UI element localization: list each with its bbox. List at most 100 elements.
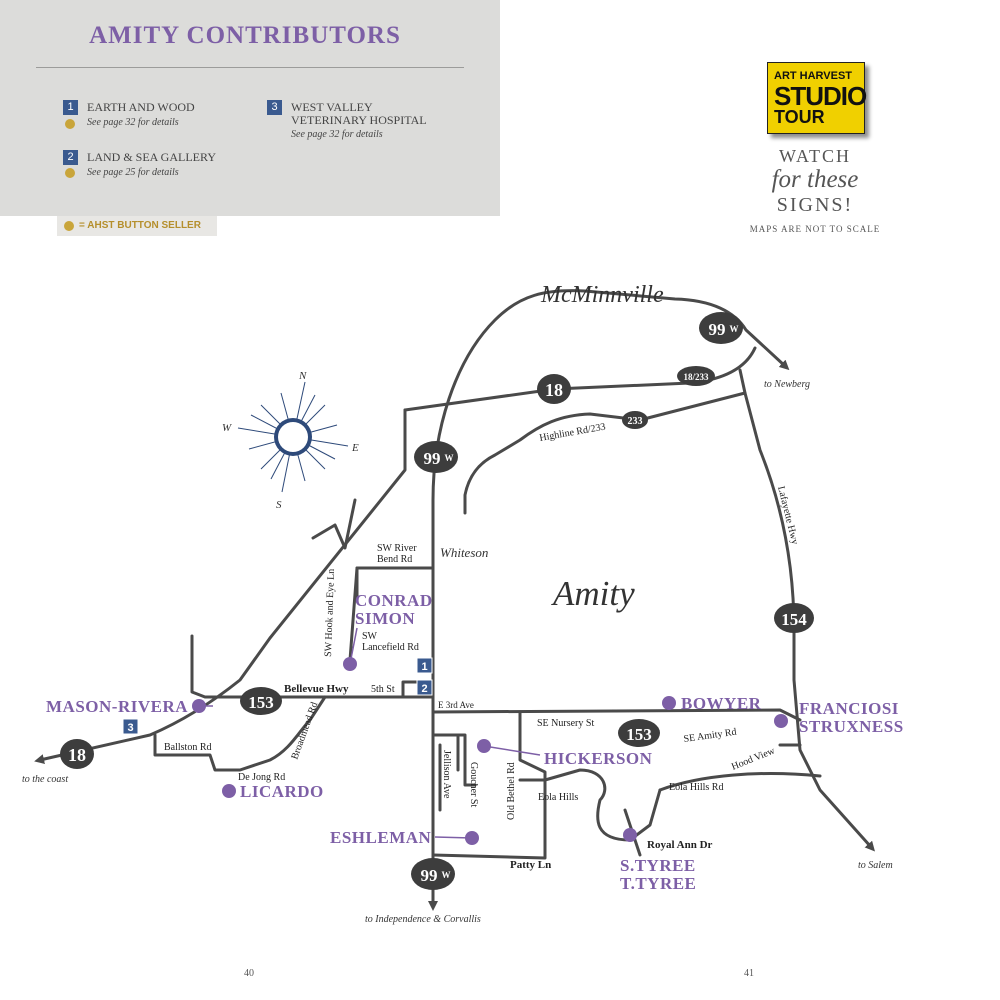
contributor-note: See page 25 for details: [87, 167, 179, 178]
svg-text:99: 99: [421, 866, 438, 885]
road-nursery-amity: [431, 708, 802, 722]
label-lancefield-1: SW: [362, 631, 378, 642]
svg-text:W: W: [442, 870, 451, 880]
artist-label-simon: SIMON: [355, 609, 415, 628]
road-ballston: [153, 695, 327, 772]
direction-newberg: to Newberg: [764, 379, 810, 390]
page-number-right: 41: [744, 968, 754, 979]
svg-text:99: 99: [709, 320, 726, 339]
label-patty: Patty Ln: [510, 859, 551, 871]
divider: [36, 67, 464, 68]
legend-text: = AHST BUTTON SELLER: [79, 220, 201, 231]
not-to-scale-note: MAPS ARE NOT TO SCALE: [749, 224, 881, 234]
artist-label-struxness: STRUXNESS: [799, 717, 904, 736]
route-18-shield-north: 18: [537, 374, 571, 404]
label-dejong: De Jong Rd: [238, 772, 285, 783]
sign-line-2: STUDIO: [774, 81, 867, 111]
svg-text:153: 153: [248, 693, 274, 712]
artist-label-franciosi: FRANCIOSI: [799, 699, 899, 718]
label-broadmead: Broadmead Rd: [289, 701, 320, 761]
page-number-left: 40: [244, 968, 254, 979]
svg-text:3: 3: [127, 722, 133, 734]
road-99w-north: [431, 289, 790, 862]
label-hook-eye: SW Hook and Eye Ln: [323, 569, 337, 657]
contributor-name: LAND & SEA GALLERY: [87, 150, 216, 164]
compass-e: E: [351, 442, 359, 454]
svg-text:18: 18: [68, 745, 86, 765]
artist-label-licardo: LICARDO: [240, 782, 324, 801]
road-18-coast: [34, 408, 407, 764]
label-royal-ann: Royal Ann Dr: [647, 839, 713, 851]
route-233-shield: 233: [622, 411, 648, 429]
route-99w-shield-mid: 99 W: [414, 441, 458, 473]
marker-badge: 2: [63, 150, 78, 165]
svg-text:18: 18: [545, 380, 563, 400]
svg-text:99: 99: [424, 449, 441, 468]
label-goucher: Goucher St: [468, 762, 479, 807]
label-lafayette: Lafayette Hwy: [775, 485, 800, 546]
road-eola-hills: [518, 768, 662, 842]
road-highline: [463, 391, 747, 515]
label-ballston: Ballston Rd: [164, 742, 212, 753]
label-lancefield-2: Lancefield Rd: [362, 642, 419, 653]
road-patty-ln: [431, 710, 547, 860]
compass-s: S: [276, 499, 282, 511]
artist-dot-bowyer: [662, 696, 676, 710]
contributor-name-line2: VETERINARY HOSPITAL: [291, 113, 427, 127]
svg-text:W: W: [730, 324, 739, 334]
direction-independence: to Independence & Corvallis: [365, 914, 481, 925]
road-lafayette-hwy: [738, 368, 876, 852]
label-bellevue: Bellevue Hwy: [284, 683, 349, 695]
svg-text:18/233: 18/233: [683, 372, 709, 382]
road-goucher: [431, 733, 477, 787]
label-old-bethel: Old Bethel Rd: [506, 762, 517, 820]
sign-line-3: TOUR: [774, 107, 825, 127]
compass-rose-icon: [237, 381, 349, 493]
label-jellison: Jellison Ave: [441, 750, 452, 799]
contributor-note: See page 32 for details: [87, 117, 179, 128]
route-18-shield-west: 18: [60, 739, 94, 769]
artist-dot-conrad-simon: [343, 657, 357, 671]
artist-label-mason-rivera: MASON-RIVERA: [46, 697, 188, 716]
marker-badge: 3: [267, 100, 282, 115]
svg-text:153: 153: [626, 725, 652, 744]
route-154-shield: 154: [774, 603, 814, 633]
artist-label-bowyer: BOWYER: [681, 694, 762, 713]
button-seller-dot: [64, 221, 74, 231]
map-marker-2: 2: [416, 679, 433, 696]
marker-badge: 1: [63, 100, 78, 115]
contributor-name-line1: WEST VALLEY: [291, 100, 373, 114]
svg-text:W: W: [445, 453, 454, 463]
button-seller-dot: [65, 119, 75, 129]
sign-line-1: ART HARVEST: [774, 70, 853, 82]
svg-text:233: 233: [628, 416, 643, 427]
contributors-panel: AMITY CONTRIBUTORS 1 EARTH AND WOOD See …: [0, 0, 500, 216]
label-highline: Highline Rd/233: [539, 421, 607, 443]
artist-label-conrad: CONRAD: [355, 591, 433, 610]
button-seller-dot: [65, 168, 75, 178]
route-99w-shield-south: 99 W: [411, 858, 455, 890]
route-18-233-shield: 18/233: [677, 366, 715, 386]
artist-dot-mason-rivera: [192, 699, 206, 713]
artist-label-hickerson: HICKERSON: [544, 749, 653, 768]
label-river-bend-1: SW River: [377, 543, 417, 554]
panel-title: AMITY CONTRIBUTORS: [89, 22, 401, 49]
compass-w: W: [222, 422, 232, 434]
map-marker-1: 1: [416, 657, 433, 674]
svg-text:2: 2: [421, 683, 427, 695]
artist-dot-licardo: [222, 784, 236, 798]
signs-text: SIGNS!: [776, 194, 854, 216]
for-these-text: for these: [771, 166, 859, 193]
place-whiteson: Whiteson: [440, 545, 488, 560]
map-marker-3: 3: [122, 718, 139, 735]
artist-label-eshleman: ESHLEMAN: [330, 828, 432, 847]
route-153-shield-east: 153: [618, 719, 660, 747]
button-seller-legend: = AHST BUTTON SELLER: [57, 216, 217, 236]
artist-dot-franciosi-struxness: [774, 714, 788, 728]
label-se-amity: SE Amity Rd: [683, 727, 737, 745]
route-153-shield-west: 153: [240, 687, 282, 715]
direction-salem: to Salem: [858, 860, 893, 871]
road-zigzag: [311, 498, 357, 550]
direction-coast: to the coast: [22, 774, 68, 785]
